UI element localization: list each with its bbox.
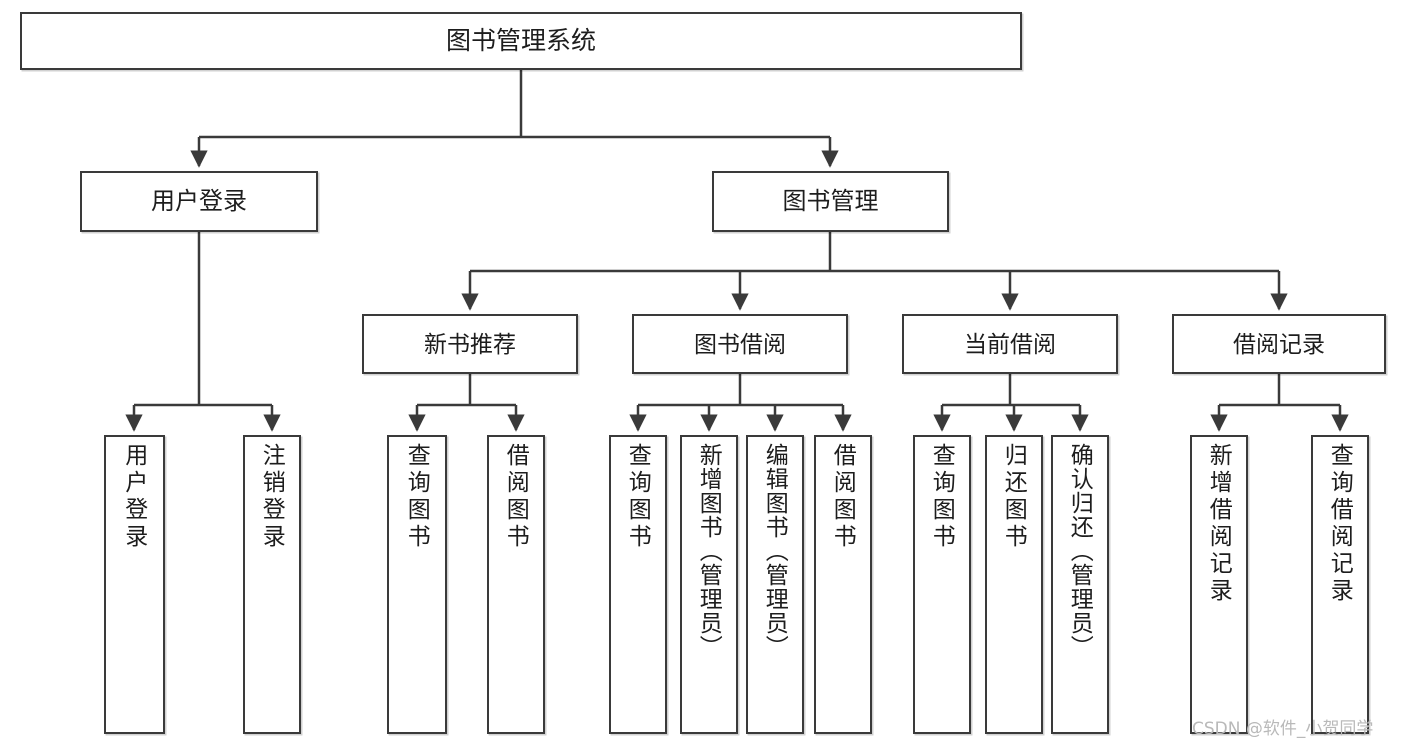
node-new-book-rec-label: 新书推荐 [424,330,516,357]
node-leaf-query-record[interactable]: 查询借阅记录 [1311,435,1369,734]
node-current-borrow-label: 当前借阅 [964,330,1056,357]
node-leaf-query-book-2-label: 查询图书 [625,443,652,551]
node-leaf-borrow-book-2[interactable]: 借阅图书 [814,435,872,734]
node-new-book-rec[interactable]: 新书推荐 [362,314,578,374]
node-leaf-edit-book[interactable]: 编辑图书（管理员） [746,435,804,734]
node-borrow-record[interactable]: 借阅记录 [1172,314,1386,374]
node-book-borrow-label: 图书借阅 [694,330,786,357]
node-user-login-label: 用户登录 [151,187,247,215]
node-user-login[interactable]: 用户登录 [80,171,318,232]
node-leaf-borrow-book-1[interactable]: 借阅图书 [487,435,545,734]
node-leaf-borrow-book-2-label: 借阅图书 [830,443,857,551]
node-leaf-query-book-1[interactable]: 查询图书 [387,435,447,734]
node-leaf-add-record-label: 新增借阅记录 [1206,443,1233,605]
node-leaf-confirm-return[interactable]: 确认归还（管理员） [1051,435,1109,734]
node-current-borrow[interactable]: 当前借阅 [902,314,1118,374]
csdn-watermark: CSDN @软件_小贺同学 [1192,719,1374,739]
node-book-manage[interactable]: 图书管理 [712,171,949,232]
node-borrow-record-label: 借阅记录 [1233,330,1325,357]
node-leaf-query-book-3-label: 查询图书 [929,443,956,551]
node-book-borrow[interactable]: 图书借阅 [632,314,848,374]
node-leaf-edit-book-label: 编辑图书（管理员） [762,443,789,659]
node-leaf-user-login[interactable]: 用户登录 [104,435,165,734]
node-leaf-query-book-3[interactable]: 查询图书 [913,435,971,734]
node-leaf-confirm-return-label: 确认归还（管理员） [1067,443,1094,659]
node-leaf-user-logout-label: 注销登录 [259,443,286,551]
node-root[interactable]: 图书管理系统 [20,12,1022,70]
node-leaf-add-book[interactable]: 新增图书（管理员） [680,435,738,734]
node-leaf-query-record-label: 查询借阅记录 [1327,443,1354,605]
node-leaf-add-record[interactable]: 新增借阅记录 [1190,435,1248,734]
node-leaf-return-book-label: 归还图书 [1001,443,1028,551]
node-root-label: 图书管理系统 [445,26,596,55]
node-book-manage-label: 图书管理 [782,187,879,215]
node-leaf-query-book-2[interactable]: 查询图书 [609,435,667,734]
node-leaf-return-book[interactable]: 归还图书 [985,435,1043,734]
node-leaf-borrow-book-1-label: 借阅图书 [503,443,530,551]
node-leaf-user-login-label: 用户登录 [121,443,148,551]
node-leaf-query-book-1-label: 查询图书 [404,443,431,551]
node-leaf-add-book-label: 新增图书（管理员） [696,443,723,659]
node-leaf-user-logout[interactable]: 注销登录 [243,435,301,734]
